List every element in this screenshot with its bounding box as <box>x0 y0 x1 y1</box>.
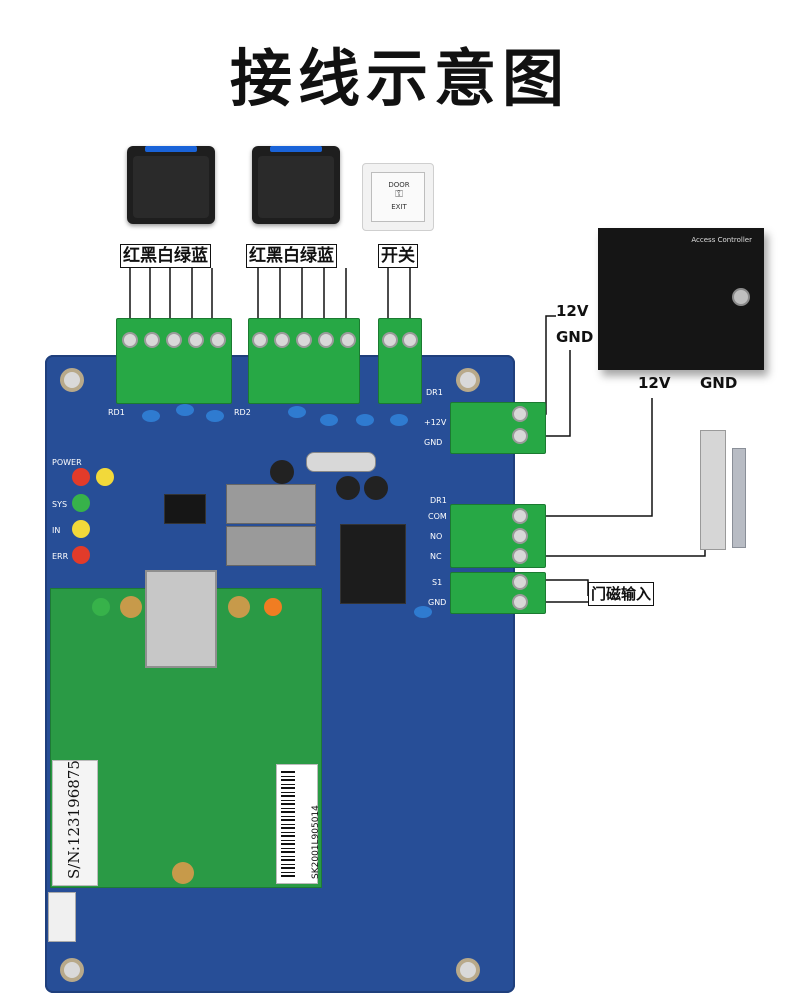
sys-led <box>72 494 90 512</box>
screw <box>188 332 204 348</box>
screw <box>512 508 528 524</box>
screw <box>172 862 194 884</box>
armature-plate <box>732 448 746 548</box>
mount-hole <box>60 958 84 982</box>
indicator-power-label: POWER <box>52 458 82 467</box>
diagram-title: 接线示意图 <box>229 42 570 115</box>
indicator-sys-label: SYS <box>52 500 68 509</box>
rd1-label: RD1 <box>108 408 125 417</box>
screw <box>340 332 356 348</box>
sensor-s1-label: S1 <box>432 578 443 587</box>
reader1-terminal-block <box>116 318 232 404</box>
pin-header <box>48 892 76 942</box>
in-led <box>72 520 90 538</box>
rj45-port <box>145 570 217 668</box>
lock-gnd-label: GND <box>700 374 738 392</box>
regulator <box>226 526 316 566</box>
err-led <box>72 546 90 564</box>
serial-number: S/N:123196875 <box>65 760 83 879</box>
mount-hole <box>60 368 84 392</box>
reader1-wire-label: 红黑白绿蓝 <box>120 244 211 268</box>
reader2-wire-label: 红黑白绿蓝 <box>246 244 337 268</box>
screw <box>166 332 182 348</box>
net-led <box>264 598 282 616</box>
power-terminal-block <box>450 402 546 454</box>
screw <box>144 332 160 348</box>
relay-terminal-block <box>450 504 546 568</box>
power-led <box>72 468 90 486</box>
screw <box>122 332 138 348</box>
capacitor <box>414 606 432 618</box>
electrolytic-capacitor <box>336 476 360 500</box>
barcode <box>281 771 295 877</box>
screw <box>120 596 142 618</box>
pwr-gnd-label: GND <box>424 438 443 447</box>
electrolytic-capacitor <box>270 460 294 484</box>
screw <box>210 332 226 348</box>
exit-button-door-text: DOOR <box>388 181 410 189</box>
screw <box>318 332 334 348</box>
dr1-top-label: DR1 <box>426 388 443 397</box>
card-reader-1 <box>127 146 215 224</box>
pwr-12v-label: +12V <box>424 418 447 427</box>
net-led <box>92 598 110 616</box>
screw <box>252 332 268 348</box>
screw <box>512 574 528 590</box>
capacitor <box>320 414 338 426</box>
controller-enclosure: Access Controller <box>598 228 764 370</box>
barcode-text: SK2001L905014 <box>311 805 321 879</box>
power-12v-label: 12V <box>556 302 589 320</box>
serial-sticker: S/N:123196875 <box>52 760 98 886</box>
lock-12v-label: 12V <box>638 374 671 392</box>
screw <box>512 406 528 422</box>
screw <box>512 594 528 610</box>
screw <box>382 332 398 348</box>
mount-hole <box>456 958 480 982</box>
relay <box>340 524 406 604</box>
capacitor <box>390 414 408 426</box>
door-sensor-label: 门磁输入 <box>588 582 655 606</box>
screw <box>228 596 250 618</box>
key-icon: ⚿ <box>395 189 403 200</box>
exit-button-exit-text: EXIT <box>391 203 407 211</box>
enclosure-caption: Access Controller <box>691 236 752 244</box>
indicator-in-label: IN <box>52 526 61 535</box>
card-reader-2 <box>252 146 340 224</box>
mount-hole <box>456 368 480 392</box>
dr1-side-label: DR1 <box>430 496 447 505</box>
barcode-sticker: SK2001L905014 <box>276 764 321 884</box>
screw <box>512 428 528 444</box>
ic-chip <box>164 494 206 524</box>
screw <box>512 528 528 544</box>
capacitor <box>142 410 160 422</box>
magnetic-lock <box>700 430 726 550</box>
reader2-terminal-block <box>248 318 360 404</box>
screw <box>402 332 418 348</box>
relay-com-label: COM <box>428 512 447 521</box>
capacitor <box>206 410 224 422</box>
relay-nc-label: NC <box>430 552 442 561</box>
sensor-terminal-block <box>450 572 546 614</box>
relay-no-label: NO <box>430 532 443 541</box>
screw <box>512 548 528 564</box>
key-lock-icon <box>732 288 750 306</box>
capacitor <box>176 404 194 416</box>
indicator-err-label: ERR <box>52 552 69 561</box>
screw <box>296 332 312 348</box>
rd2-label: RD2 <box>234 408 251 417</box>
switch-label: 开关 <box>378 244 418 268</box>
capacitor <box>356 414 374 426</box>
exit-button-device: DOOR ⚿ EXIT <box>362 163 434 231</box>
power-gnd-label: GND <box>556 328 594 346</box>
regulator <box>226 484 316 524</box>
screw <box>274 332 290 348</box>
electrolytic-capacitor <box>364 476 388 500</box>
switch-terminal-block <box>378 318 422 404</box>
capacitor <box>288 406 306 418</box>
resistor <box>306 452 376 472</box>
dr1-led <box>96 468 114 486</box>
sensor-gnd-label: GND <box>428 598 447 607</box>
